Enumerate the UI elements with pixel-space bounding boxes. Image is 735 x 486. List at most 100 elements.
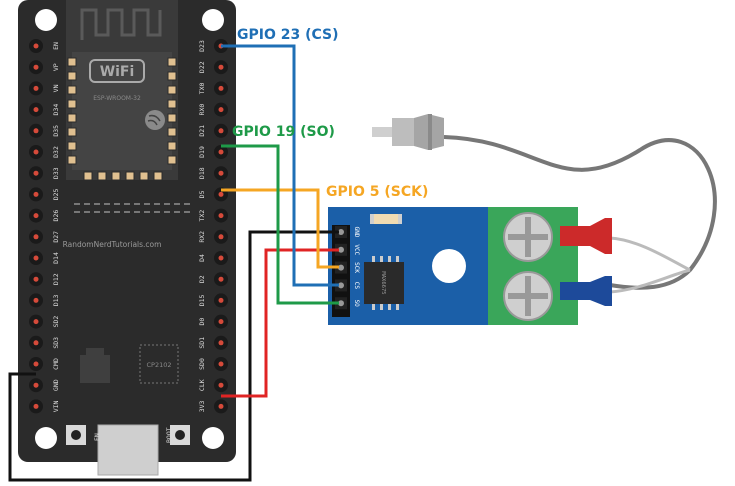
pin-d12[interactable]: D12 bbox=[29, 272, 60, 287]
right-pin-header: D23D22TX0RX0D21D19D18D5TX2RX2D4D2D15D0SD… bbox=[198, 39, 228, 414]
pin-d4[interactable]: D4 bbox=[198, 251, 228, 265]
pin-dot-icon bbox=[218, 319, 224, 325]
left-pin-header: EN VP VN D34D35D32D33D25D26D27D14D12D13SD2S… bbox=[29, 39, 60, 414]
module-pin-dot-icon bbox=[338, 246, 344, 253]
module-pin-label: SO bbox=[353, 300, 360, 308]
pin-d33[interactable]: D33 bbox=[29, 166, 60, 181]
pin-d35[interactable]: D35 bbox=[29, 123, 60, 138]
pin-d18[interactable]: D18 bbox=[198, 166, 228, 181]
wire-vcc bbox=[221, 248, 339, 398]
pin-sd1[interactable]: SD1 bbox=[198, 335, 228, 350]
pin-d14[interactable]: D14 bbox=[29, 251, 60, 265]
brand-url: RandomNerdTutorials.com bbox=[63, 240, 162, 249]
pin-dot-icon bbox=[33, 213, 39, 219]
pin-d26[interactable]: D26 bbox=[29, 208, 60, 223]
pin-d21[interactable]: D21 bbox=[198, 123, 228, 138]
pin-dot-icon bbox=[33, 85, 39, 91]
pin-vin[interactable]: VIN bbox=[29, 399, 60, 414]
thermocouple-red-lead bbox=[560, 218, 612, 254]
wire-gnd bbox=[8, 230, 339, 482]
pin-cmd[interactable]: CMD bbox=[29, 357, 60, 371]
pin-en[interactable]: EN bbox=[29, 39, 60, 53]
pin-dot-icon bbox=[33, 43, 39, 49]
pin-label: D4 bbox=[198, 254, 206, 262]
pin-d0[interactable]: D0 bbox=[198, 314, 228, 329]
pin-label: CLK bbox=[198, 379, 206, 391]
usb-chip-label: CP2102 bbox=[146, 361, 171, 369]
pin-label: D21 bbox=[198, 125, 206, 137]
max6675-module: GND VCC SCK CS SO MAX6675 bbox=[328, 207, 578, 325]
pin-tx2[interactable]: TX2 bbox=[198, 208, 228, 223]
pin-label: GND bbox=[52, 379, 60, 391]
pin-rx0[interactable]: RX0 bbox=[198, 102, 228, 117]
pin-dot-icon bbox=[33, 149, 39, 155]
mounting-hole bbox=[35, 9, 57, 31]
module-pin-gnd[interactable]: GND bbox=[335, 226, 360, 238]
pin-label: D33 bbox=[52, 167, 60, 179]
pin-dot-icon bbox=[33, 361, 39, 367]
pin-d32[interactable]: D32 bbox=[29, 145, 60, 159]
pin-d22[interactable]: D22 bbox=[198, 60, 228, 75]
mounting-hole bbox=[202, 427, 224, 449]
module-pin-vcc[interactable]: VCC bbox=[335, 243, 360, 256]
max6675-chip: MAX6675 bbox=[364, 256, 404, 310]
pin-dot-icon bbox=[218, 382, 224, 388]
pin-d34[interactable]: D34 bbox=[29, 102, 60, 117]
wifi-logo-text: WiFi bbox=[100, 64, 135, 80]
pin-d15[interactable]: D15 bbox=[198, 293, 228, 308]
pin-dot-icon bbox=[218, 213, 224, 219]
pin-dot-icon bbox=[33, 234, 39, 240]
pin-3v3[interactable]: 3V3 bbox=[198, 399, 228, 414]
pin-label: D13 bbox=[52, 294, 60, 306]
module-pin-sck[interactable]: SCK bbox=[335, 261, 360, 274]
pin-label: D14 bbox=[52, 252, 60, 264]
pin-label: RX0 bbox=[198, 104, 206, 116]
pin-d19[interactable]: D19 bbox=[198, 145, 228, 159]
pin-vp[interactable]: VP bbox=[29, 60, 60, 75]
en-button[interactable]: EN bbox=[66, 425, 101, 445]
pin-tx0[interactable]: TX0 bbox=[198, 81, 228, 96]
pin-label: EN bbox=[52, 42, 60, 50]
pin-d25[interactable]: D25 bbox=[29, 187, 60, 202]
module-pin-cs[interactable]: CS bbox=[335, 279, 360, 292]
terminal-screw-icon bbox=[503, 271, 553, 321]
pin-clk[interactable]: CLK bbox=[198, 378, 228, 393]
pin-d27[interactable]: D27 bbox=[29, 229, 60, 244]
module-pin-label: GND bbox=[353, 227, 360, 238]
pin-label: D12 bbox=[52, 273, 60, 285]
usb-chip bbox=[139, 344, 179, 384]
pin-label: D19 bbox=[198, 146, 206, 158]
pin-label: SD0 bbox=[198, 358, 206, 370]
boot-button[interactable]: BOOT bbox=[165, 425, 190, 445]
pin-dot-icon bbox=[218, 340, 224, 346]
pin-gnd[interactable]: GND bbox=[29, 378, 60, 393]
pin-d2[interactable]: D2 bbox=[198, 272, 228, 287]
pin-sd2[interactable]: SD2 bbox=[29, 314, 60, 329]
pin-label: SD3 bbox=[52, 337, 60, 349]
pin-label: D5 bbox=[198, 190, 206, 198]
module-pin-dot-icon bbox=[338, 282, 344, 289]
pin-sd0[interactable]: SD0 bbox=[198, 357, 228, 371]
pin-label: VIN bbox=[52, 400, 60, 412]
pin-d13[interactable]: D13 bbox=[29, 293, 60, 308]
terminal-screw-icon bbox=[503, 212, 553, 262]
boot-button-label: BOOT bbox=[165, 427, 173, 443]
pin-dot-icon bbox=[218, 403, 224, 409]
pin-label: D32 bbox=[52, 146, 60, 158]
pin-label: D25 bbox=[52, 188, 60, 200]
pin-dot-icon bbox=[33, 128, 39, 134]
antenna-trace bbox=[80, 8, 162, 40]
pin-label: TX2 bbox=[198, 210, 206, 222]
pin-rx2[interactable]: RX2 bbox=[198, 229, 228, 244]
pin-label: VP bbox=[52, 63, 60, 71]
pin-dot-icon bbox=[218, 128, 224, 134]
esp32-board: WiFi ESP-WROOM-32 RandomNerdTutorials.co… bbox=[18, 0, 236, 476]
pin-dot-icon bbox=[33, 170, 39, 176]
pin-label: D23 bbox=[198, 40, 206, 52]
module-pin-so[interactable]: SO bbox=[335, 297, 360, 310]
espressif-logo-icon bbox=[145, 110, 165, 130]
pin-dot-icon bbox=[33, 255, 39, 261]
pin-vn[interactable]: VN bbox=[29, 81, 60, 96]
pin-sd3[interactable]: SD3 bbox=[29, 335, 60, 350]
